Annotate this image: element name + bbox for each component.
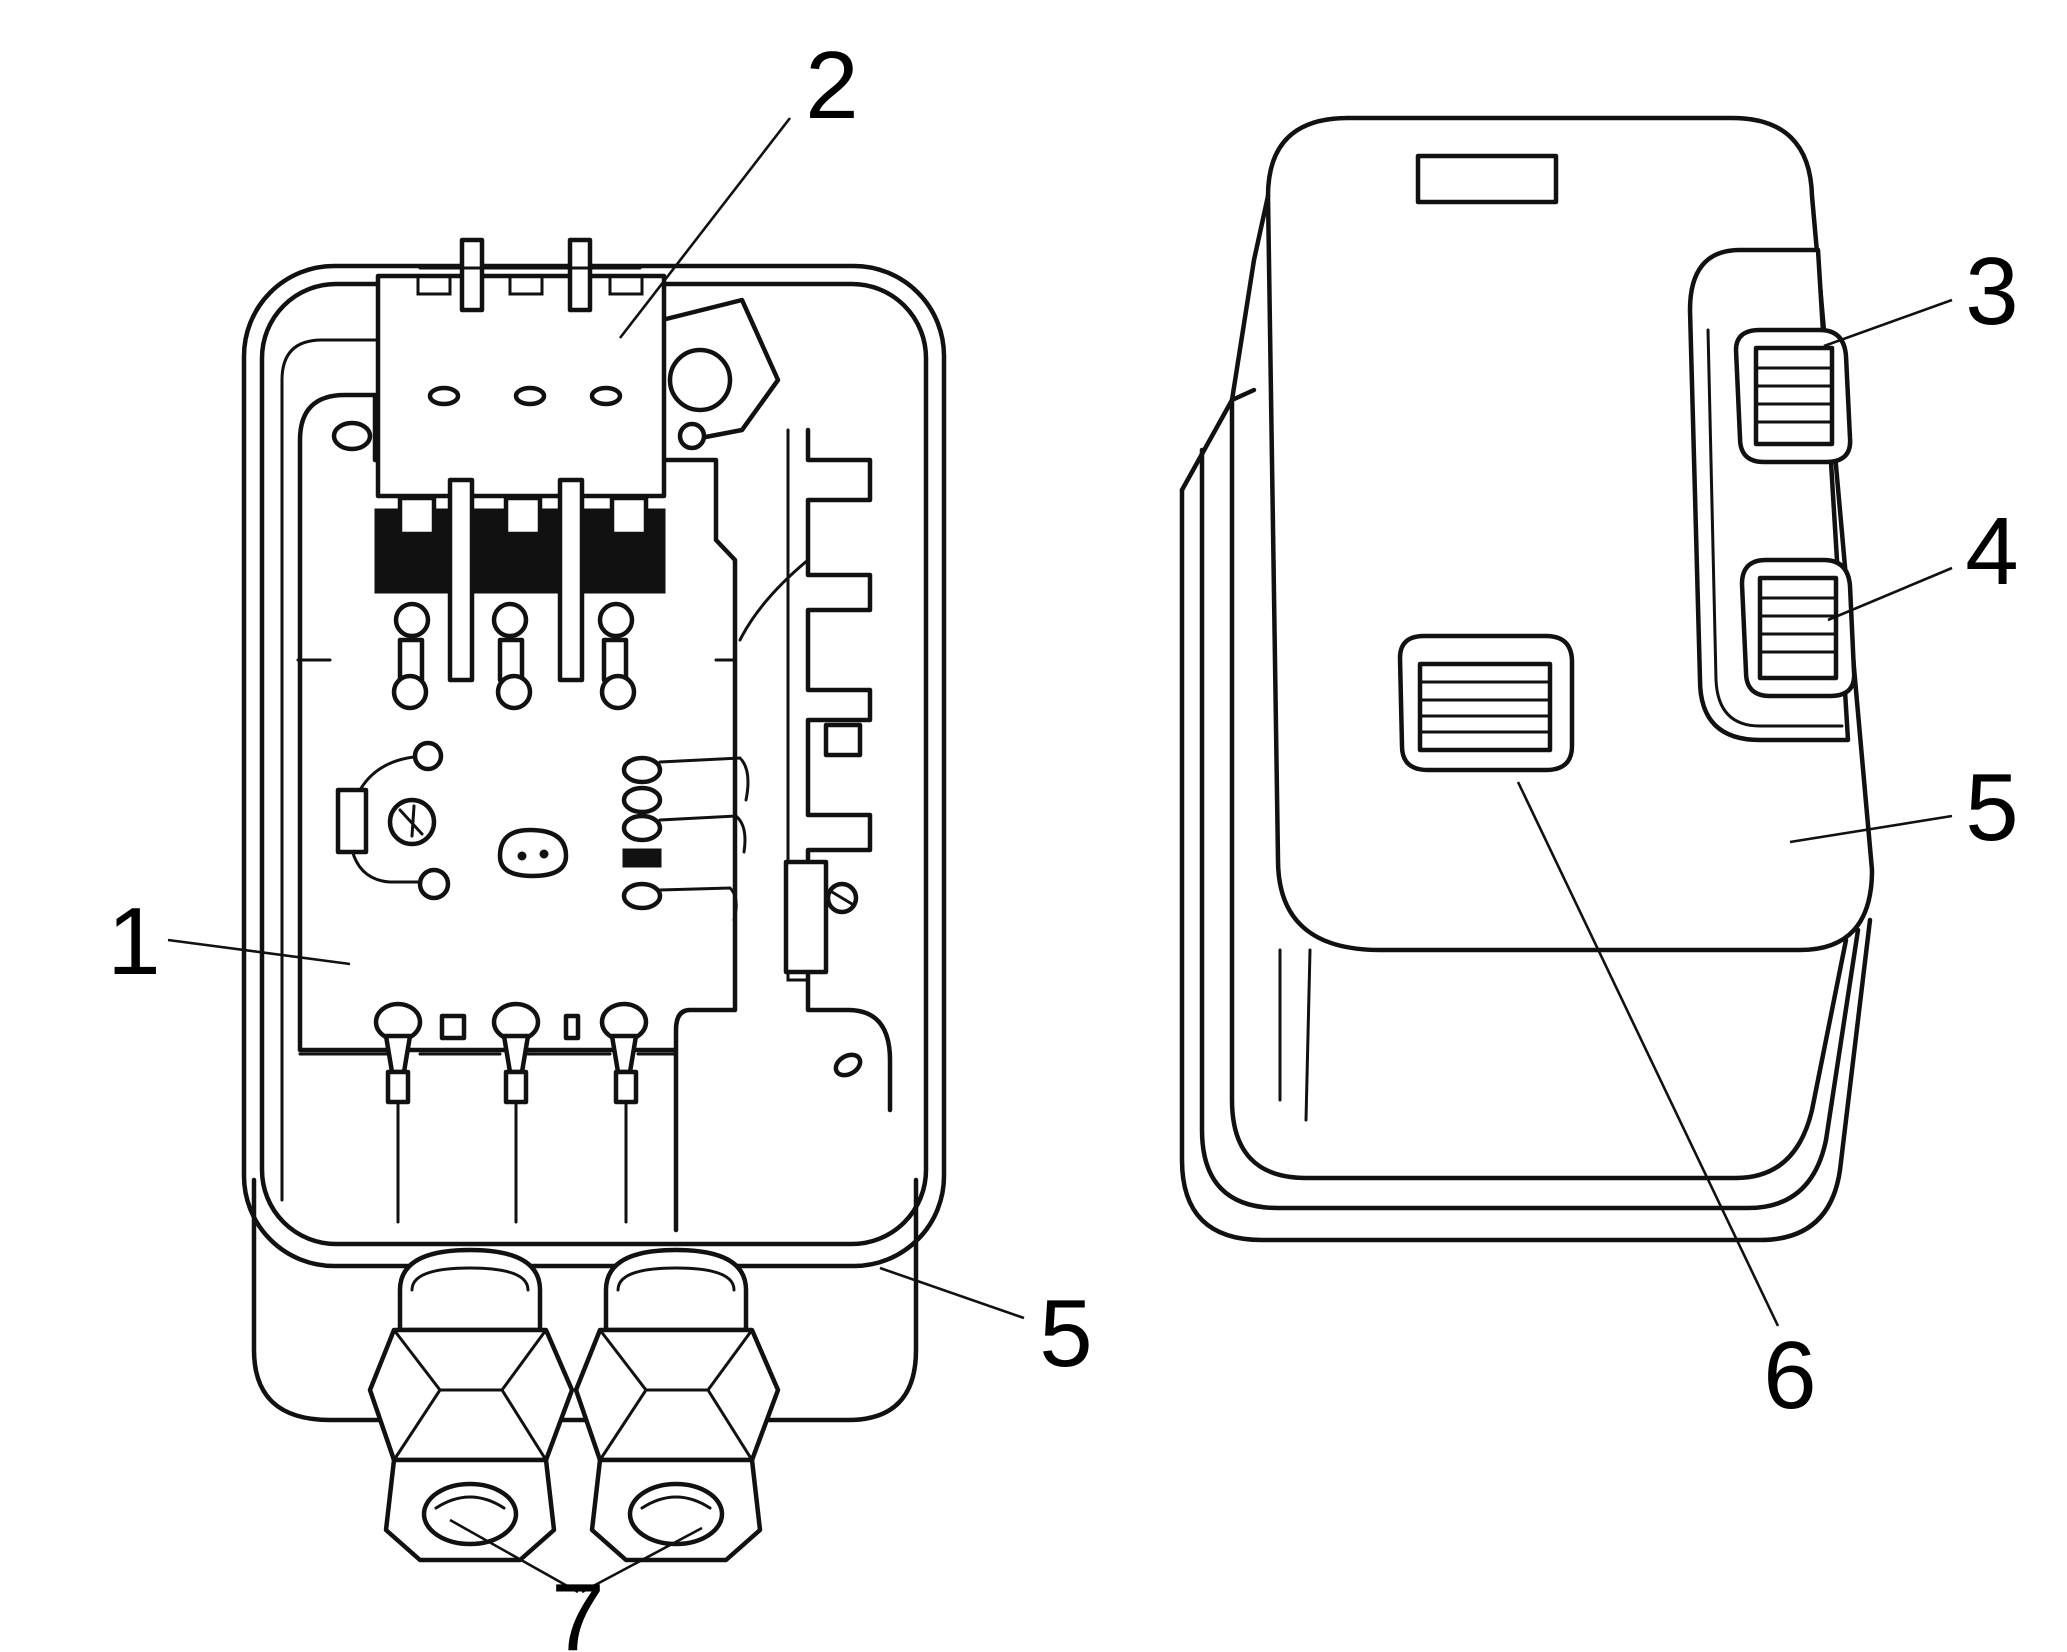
side-wire (738, 558, 810, 642)
callout-3: 3 (1965, 238, 2018, 345)
side-relay-block (783, 859, 829, 975)
leader-2 (618, 117, 792, 339)
leader-7b (581, 1526, 703, 1594)
leader-5-base (879, 1266, 1025, 1320)
start-button (1733, 327, 1853, 465)
leader-7a (449, 1518, 579, 1594)
callouts: 1 2 3 4 5 5 6 7 (107, 32, 2018, 1652)
callout-5-front: 5 (1965, 754, 2018, 861)
open-enclosure (241, 237, 947, 1563)
cable-gland-right (573, 1247, 781, 1563)
leader-3 (1823, 298, 1953, 348)
label-slot (1415, 153, 1559, 205)
side-bracket (805, 427, 893, 1113)
leader-1 (167, 938, 351, 966)
mount-hole (833, 1052, 863, 1078)
enclosure-outer-wall (241, 263, 947, 1269)
contactor-shaft (459, 237, 485, 313)
leader-6 (1516, 781, 1780, 1327)
terminal-row-right (621, 755, 750, 922)
reset-button (1397, 633, 1575, 773)
terminal-row-bottom (298, 1001, 678, 1224)
cover-base-skirt (1179, 487, 1873, 1243)
boss-nut (667, 347, 733, 413)
side-bracket-edge (786, 428, 810, 982)
callout-5-base: 5 (1039, 1280, 1092, 1387)
side-tab (823, 722, 863, 758)
callout-2: 2 (805, 32, 858, 139)
cover-lid-left-edge (1229, 193, 1271, 403)
contactor-cover (375, 273, 667, 499)
enclosure-inner-lip (280, 338, 382, 1202)
leader-lines (167, 117, 1953, 1594)
boss-screw (677, 421, 707, 451)
contactor-switch (374, 237, 667, 711)
cover-base-inner (1199, 447, 1861, 1211)
cover-base-top (1179, 387, 1257, 493)
cover-shoulder (1278, 948, 1312, 1122)
center-knob (497, 827, 569, 879)
callout-4: 4 (1965, 498, 2018, 605)
leader-5-front (1789, 814, 1953, 844)
cover-base-lip (1229, 397, 1849, 1181)
stop-button (1739, 557, 1857, 699)
leader-4 (1827, 566, 1953, 622)
callout-7: 7 (551, 1564, 604, 1652)
callout-6: 6 (1763, 1322, 1816, 1429)
callout-1: 1 (107, 888, 160, 995)
mount-ear-screw (331, 420, 373, 452)
closed-cover (1179, 115, 1875, 1243)
cable-gland-left (367, 1247, 575, 1563)
switch-mount-boss (659, 297, 781, 443)
base-plate (297, 392, 738, 1233)
relay-components (335, 740, 569, 901)
